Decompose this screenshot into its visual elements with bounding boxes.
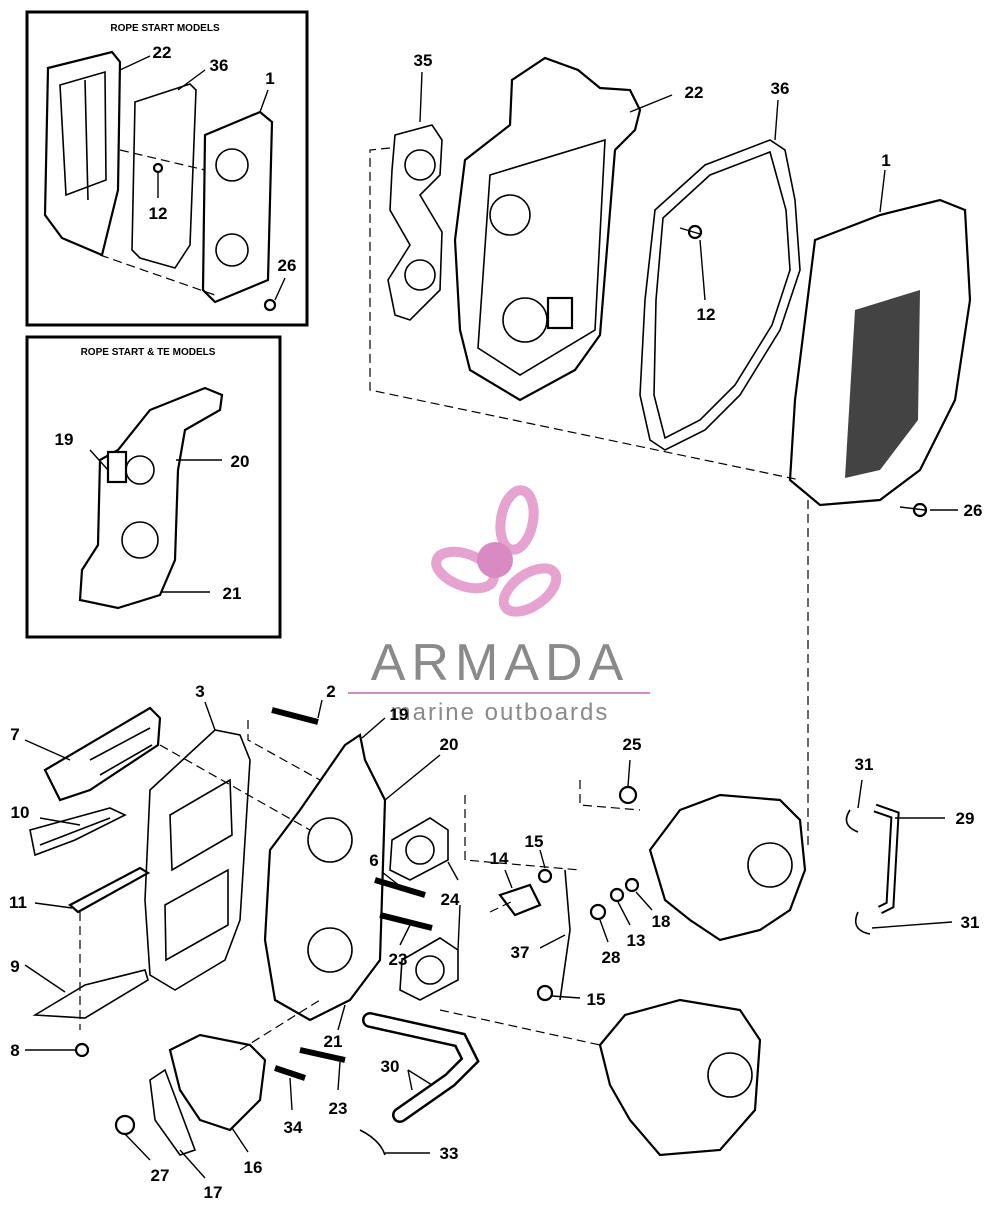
clamp-33-drawing: [359, 1129, 386, 1156]
callout-16: 16: [244, 1158, 263, 1177]
manifold-19-drawing: [263, 733, 387, 1022]
callout-28: 28: [602, 948, 621, 967]
carburetor-upper-drawing: [648, 793, 807, 942]
stop-11-drawing: [68, 866, 151, 914]
callout-15-lower: 15: [587, 990, 606, 1009]
callout-14: 14: [490, 849, 509, 868]
link-14-drawing: [498, 883, 542, 917]
inset1-callout-36: 36: [210, 56, 229, 75]
gasket-24-lower-drawing: [399, 937, 459, 1001]
callout-22-upper: 22: [685, 83, 704, 102]
bracket-16-drawing: [168, 1033, 267, 1132]
upper-assembly: 35 22 36 1 12 26: [369, 51, 983, 850]
callout-36-upper: 36: [771, 79, 790, 98]
callout-17: 17: [204, 1183, 223, 1202]
gasket-3-drawing: [144, 729, 251, 991]
inset2-callout-19: 19: [55, 430, 74, 449]
inset1-callout-12: 12: [149, 204, 168, 223]
callout-7: 7: [10, 725, 19, 744]
housing-22-drawing: [453, 56, 642, 402]
callout-19-lower: 19: [390, 705, 409, 724]
cover-1-grille-drawing: [845, 290, 920, 478]
callout-21-lower: 21: [324, 1032, 343, 1051]
callout-23-upper: 23: [389, 950, 408, 969]
inset-rope-start-te-models: ROPE START & TE MODELS 19 20 21: [25, 335, 282, 639]
callout-25: 25: [623, 735, 642, 754]
callout-29: 29: [956, 809, 975, 828]
clip-31-upper-drawing: [845, 809, 859, 833]
callout-34: 34: [284, 1118, 303, 1137]
lower-assembly: 3 2 19 20 7 10 11 9 8 6 24 23 21 23 34 2…: [9, 682, 979, 1202]
callout-31-lower: 31: [961, 913, 980, 932]
callout-6: 6: [369, 851, 378, 870]
callout-10: 10: [11, 803, 30, 822]
callout-30: 30: [381, 1057, 400, 1076]
callout-35: 35: [414, 51, 433, 70]
callout-37: 37: [511, 943, 530, 962]
callout-18: 18: [652, 912, 671, 931]
inset1-housing-drawing: [43, 50, 122, 257]
callout-26-upper: 26: [964, 501, 983, 520]
callout-13: 13: [627, 931, 646, 950]
callout-1-upper: 1: [881, 151, 890, 170]
callout-23-lower: 23: [329, 1099, 348, 1118]
inset1-callout-22: 22: [153, 43, 172, 62]
inset2-callout-20: 20: [231, 452, 250, 471]
gasket-36-drawing: [639, 139, 801, 451]
gasket-24-upper-drawing: [389, 817, 449, 881]
callout-27: 27: [151, 1166, 170, 1185]
armada-watermark: ARMADA marine outboards: [348, 485, 650, 726]
callout-2: 2: [326, 682, 335, 701]
inset-rope-start-models: ROPE START MODELS 22 36 1 12 26: [25, 10, 309, 327]
inset1-callout-1: 1: [265, 69, 274, 88]
shim-17-drawing: [149, 1068, 197, 1156]
callout-24: 24: [441, 890, 460, 909]
reed-10-drawing: [29, 807, 127, 857]
callout-31-upper: 31: [855, 755, 874, 774]
callout-11: 11: [9, 893, 27, 912]
inset-title-rope-start-te: ROPE START & TE MODELS: [81, 347, 216, 358]
gasket-35-drawing: [387, 124, 443, 321]
inset1-gasket-drawing: [131, 83, 197, 269]
brand-name: ARMADA: [371, 634, 629, 692]
callout-33: 33: [440, 1144, 459, 1163]
callout-20-lower: 20: [440, 735, 459, 754]
brand-tagline: marine outboards: [391, 699, 610, 726]
inset-title-rope-start: ROPE START MODELS: [110, 23, 220, 34]
callout-9: 9: [10, 957, 19, 976]
inset1-cover-drawing: [201, 110, 274, 304]
callout-3: 3: [195, 682, 204, 701]
inset1-callout-26: 26: [278, 256, 297, 275]
callout-8: 8: [10, 1041, 19, 1060]
clip-31-lower-drawing: [854, 911, 871, 935]
carburetor-lower-drawing: [598, 998, 762, 1157]
inset2-manifold-drawing: [78, 386, 224, 610]
plate-9-drawing: [32, 969, 149, 1019]
callout-12-upper: 12: [697, 305, 716, 324]
inset2-callout-21: 21: [223, 584, 242, 603]
rod-37-drawing: [559, 869, 571, 1001]
propeller-logo-icon: [431, 485, 562, 617]
callout-15-upper: 15: [525, 832, 544, 851]
